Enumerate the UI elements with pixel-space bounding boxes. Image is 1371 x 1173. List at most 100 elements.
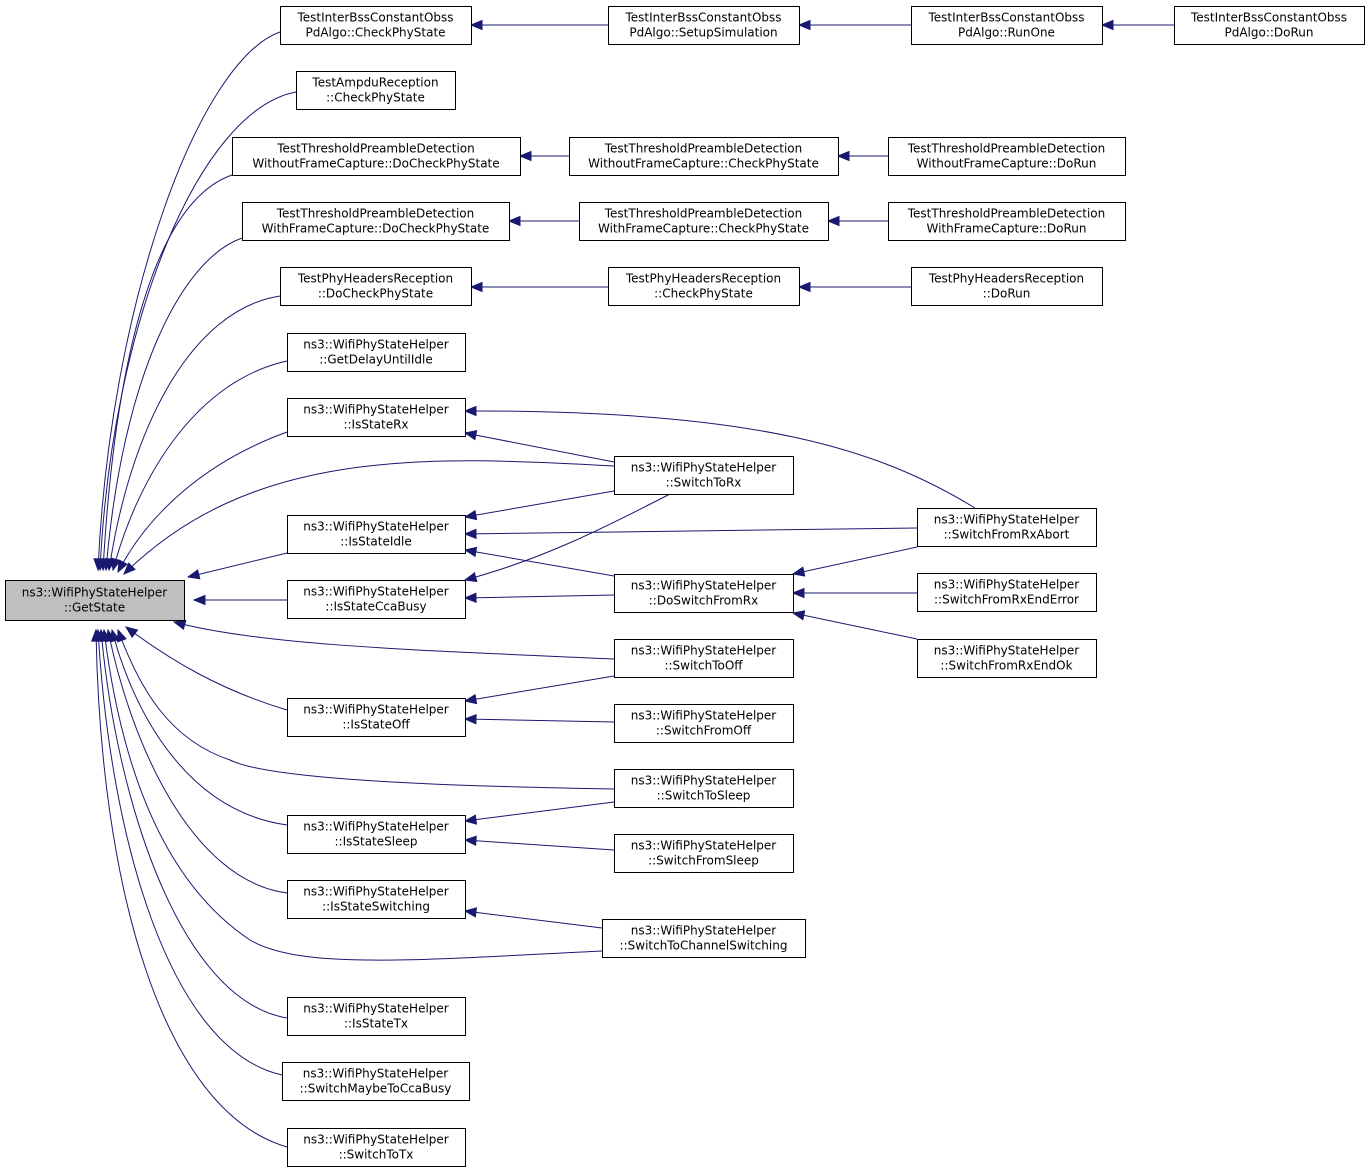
arrowhead-icon [463,405,477,417]
node-box[interactable] [614,704,794,743]
node-box[interactable] [614,574,794,613]
node-maybecca[interactable]: ns3::WifiPhyStateHelper::SwitchMaybeToCc… [282,1062,470,1101]
edge-tph_check-to-tph_docheck [469,281,608,293]
node-tpd_w_check[interactable]: TestThresholdPreambleDetectionWithFrameC… [579,202,829,241]
node-issleep[interactable]: ns3::WifiPhyStateHelper::IsStateSleep [287,815,466,854]
node-box[interactable] [614,456,794,495]
edge-switchtorx-to-getstate [123,460,615,575]
node-box[interactable] [287,815,466,854]
node-box[interactable] [232,137,521,176]
node-label-line: ns3::WifiPhyStateHelper [631,709,777,723]
node-box[interactable] [287,515,466,554]
node-box[interactable] [579,202,829,241]
node-box[interactable] [287,1128,466,1167]
arrowhead-icon [123,562,136,575]
node-box[interactable] [917,508,1097,547]
node-tib_setup[interactable]: TestInterBssConstantObssPdAlgo::SetupSim… [608,6,800,45]
node-istx[interactable]: ns3::WifiPhyStateHelper::IsStateTx [287,997,466,1036]
edge-rxendok-to-doswitchfromrx [791,610,918,640]
node-ampdu_check[interactable]: TestAmpduReception::CheckPhyState [296,71,456,110]
edge-isrx-to-getstate [117,431,288,574]
node-box[interactable] [280,267,472,306]
node-box[interactable] [287,580,466,619]
node-switchtooff[interactable]: ns3::WifiPhyStateHelper::SwitchToOff [614,639,794,678]
node-tph_dorun[interactable]: TestPhyHeadersReception::DoRun [911,267,1103,306]
node-box[interactable] [917,573,1097,612]
edge-line [102,174,233,571]
edge-line [100,629,288,1019]
node-tpd_wo_check[interactable]: TestThresholdPreambleDetectionWithoutFra… [569,137,839,176]
node-doswitchfromrx[interactable]: ns3::WifiPhyStateHelper::DoSwitchFromRx [614,574,794,613]
node-tib_check[interactable]: TestInterBssConstantObssPdAlgo::CheckPhy… [280,6,472,45]
node-label-line: ::SwitchToTx [339,1148,414,1162]
node-box[interactable] [5,580,185,621]
node-box[interactable] [614,769,794,808]
node-box[interactable] [608,267,800,306]
node-box[interactable] [1174,6,1365,45]
node-label-line: PdAlgo::SetupSimulation [629,26,777,40]
node-isswitching[interactable]: ns3::WifiPhyStateHelper::IsStateSwitchin… [287,880,466,919]
node-switchtosleep[interactable]: ns3::WifiPhyStateHelper::SwitchToSleep [614,769,794,808]
node-box[interactable] [287,698,466,737]
node-box[interactable] [911,267,1103,306]
arrowhead-icon [463,713,477,725]
node-label-line: ns3::WifiPhyStateHelper [303,1133,449,1147]
node-box[interactable] [282,1062,470,1101]
node-tpd_wo_dorun[interactable]: TestThresholdPreambleDetectionWithoutFra… [888,137,1126,176]
node-label-line: WithoutFrameCapture::DoCheckPhyState [252,157,499,171]
node-tpd_w_dorun[interactable]: TestThresholdPreambleDetectionWithFrameC… [888,202,1126,241]
node-box[interactable] [917,639,1097,678]
edge-tib_dorun-to-tib_runone [1100,19,1174,31]
node-box[interactable] [242,202,510,241]
node-switchfromoff[interactable]: ns3::WifiPhyStateHelper::SwitchFromOff [614,704,794,743]
node-box[interactable] [888,202,1126,241]
node-switchtotx[interactable]: ns3::WifiPhyStateHelper::SwitchToTx [287,1128,466,1167]
node-box[interactable] [911,6,1103,45]
node-box[interactable] [287,333,466,372]
node-label-line: ns3::WifiPhyStateHelper [303,820,449,834]
node-tph_docheck[interactable]: TestPhyHeadersReception::DoCheckPhyState [280,267,472,306]
node-label-line: ::DoCheckPhyState [318,287,433,301]
arrowhead-icon [463,835,477,847]
node-rxenderror[interactable]: ns3::WifiPhyStateHelper::SwitchFromRxEnd… [917,573,1097,612]
edge-switchtotx-to-getstate [90,628,288,1148]
node-label-line: TestInterBssConstantObss [624,11,781,25]
node-box[interactable] [287,880,466,919]
node-tph_check[interactable]: TestPhyHeadersReception::CheckPhyState [608,267,800,306]
node-label-line: ::SwitchFromOff [656,724,752,738]
node-tpd_wo_docheck[interactable]: TestThresholdPreambleDetectionWithoutFra… [232,137,521,176]
node-isrx[interactable]: ns3::WifiPhyStateHelper::IsStateRx [287,398,466,437]
node-rxabort[interactable]: ns3::WifiPhyStateHelper::SwitchFromRxAbo… [917,508,1097,547]
node-getdelay[interactable]: ns3::WifiPhyStateHelper::GetDelayUntilId… [287,333,466,372]
node-label-line: ns3::WifiPhyStateHelper [934,644,1080,658]
node-rxendok[interactable]: ns3::WifiPhyStateHelper::SwitchFromRxEnd… [917,639,1097,678]
node-tpd_w_docheck[interactable]: TestThresholdPreambleDetectionWithFrameC… [242,202,510,241]
node-box[interactable] [614,834,794,873]
edge-line [125,626,288,711]
node-box[interactable] [296,71,456,110]
node-switchtorx[interactable]: ns3::WifiPhyStateHelper::SwitchToRx [614,456,794,495]
arrowhead-icon [826,215,840,227]
node-isoff[interactable]: ns3::WifiPhyStateHelper::IsStateOff [287,698,466,737]
node-label-line: ns3::WifiPhyStateHelper [631,924,777,938]
node-getstate[interactable]: ns3::WifiPhyStateHelper::GetState [5,580,185,621]
node-isidle[interactable]: ns3::WifiPhyStateHelper::IsStateIdle [287,515,466,554]
edge-tph_dorun-to-tph_check [797,281,911,293]
node-box[interactable] [602,919,806,958]
node-isccabusy[interactable]: ns3::WifiPhyStateHelper::IsStateCcaBusy [287,580,466,619]
node-label-line: ::SwitchFromRxEndOk [940,659,1072,673]
node-box[interactable] [614,639,794,678]
node-box[interactable] [888,137,1126,176]
node-box[interactable] [608,6,800,45]
edge-getdelay-to-getstate [110,360,288,572]
node-switchtochsw[interactable]: ns3::WifiPhyStateHelper::SwitchToChannel… [602,919,806,958]
node-box[interactable] [569,137,839,176]
node-switchfromsleep[interactable]: ns3::WifiPhyStateHelper::SwitchFromSleep [614,834,794,873]
node-box[interactable] [280,6,472,45]
node-box[interactable] [287,997,466,1036]
node-label-line: TestAmpduReception [311,76,438,90]
node-box[interactable] [287,398,466,437]
edge-line [95,629,288,1148]
